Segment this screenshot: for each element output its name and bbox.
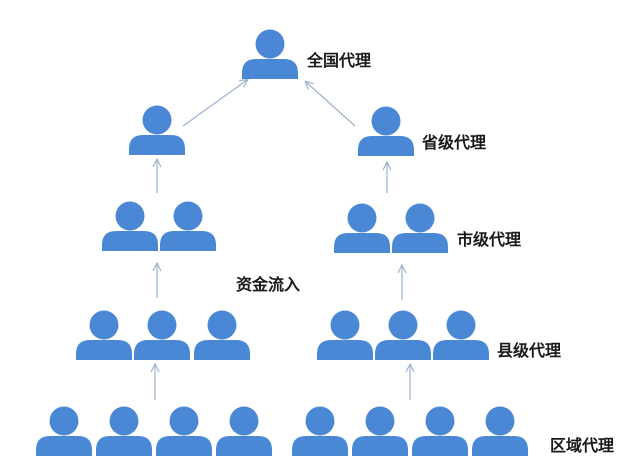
person-icon — [317, 310, 373, 360]
person-icon — [375, 310, 431, 360]
person-icon — [76, 310, 132, 360]
person-icon — [156, 406, 212, 456]
flow-label: 资金流入 — [236, 275, 301, 294]
person-icon — [96, 406, 152, 456]
flow-arrows — [155, 80, 410, 400]
arrow-provincial-right-to-national — [306, 82, 356, 127]
person-icon — [194, 310, 250, 360]
level-label-provincial: 省级代理 — [422, 133, 487, 152]
person-icon — [412, 406, 468, 456]
person-icon — [292, 406, 348, 456]
people — [36, 29, 528, 456]
person-icon — [36, 406, 92, 456]
person-icon — [352, 406, 408, 456]
level-label-city: 市级代理 — [457, 230, 522, 249]
person-icon — [160, 201, 216, 251]
person-icon — [433, 310, 489, 360]
person-icon — [242, 29, 298, 79]
person-icon — [358, 106, 414, 156]
person-icon — [129, 105, 185, 155]
level-label-national: 全国代理 — [307, 51, 372, 70]
level-label-county: 县级代理 — [497, 341, 562, 360]
person-icon — [334, 203, 390, 253]
person-icon — [102, 201, 158, 251]
person-icon — [216, 406, 272, 456]
arrow-provincial-left-to-national — [182, 80, 247, 127]
person-icon — [472, 406, 528, 456]
person-icon — [134, 310, 190, 360]
level-label-district: 区域代理 — [550, 436, 615, 455]
person-icon — [392, 203, 448, 253]
